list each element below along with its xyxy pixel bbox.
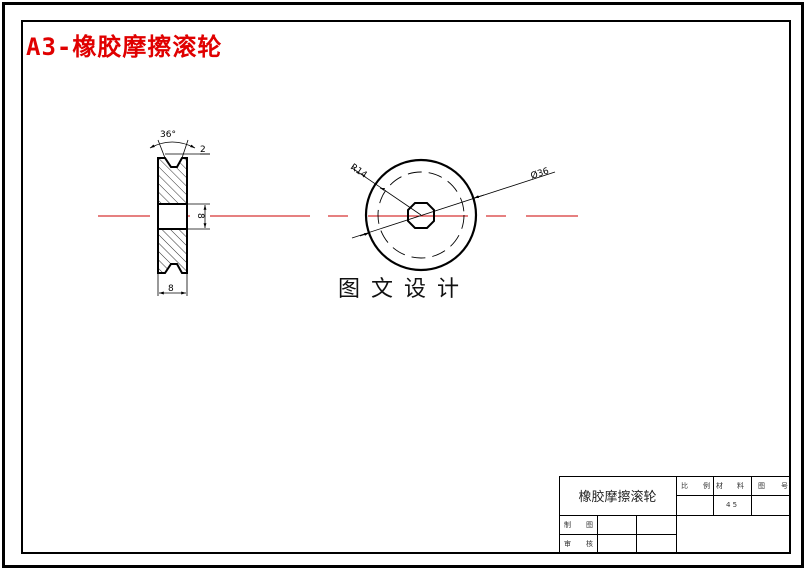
label-drawn-by-a: 制 [564,521,571,529]
label-scale-a: 比 [681,482,688,490]
dim-radius: R14 [348,162,368,180]
label-drawing-no-b: 号 [781,482,788,490]
dim-bore-height: 8 [195,213,205,219]
label-material-b: 料 [737,482,744,490]
material-value: 4 5 [726,501,738,509]
label-drawn-by-b: 图 [586,521,593,529]
label-material-a: 材 [716,482,723,490]
dim-groove-angle: 36° [160,130,176,140]
part-name: 橡胶摩擦滚轮 [578,490,657,505]
label-scale-b: 例 [703,482,710,490]
label-checked-by-a: 审 [564,540,571,548]
dim-groove-depth: 2 [200,145,206,155]
label-drawing-no-a: 图 [758,482,765,490]
dim-width: 8 [168,284,174,294]
side-view [149,139,210,296]
dim-diameter: Ø36 [529,165,550,181]
watermark-text: 图文设计 [338,277,471,302]
outer-border [2,2,804,568]
front-view [351,158,556,272]
drawing-title: A3-橡胶摩擦滚轮 [26,33,223,61]
inner-border [21,20,791,554]
label-checked-by-b: 核 [586,540,593,548]
title-block: 橡胶摩擦滚轮 比 例 材 料 图 号 4 5 制 图 审 核 [559,476,791,554]
